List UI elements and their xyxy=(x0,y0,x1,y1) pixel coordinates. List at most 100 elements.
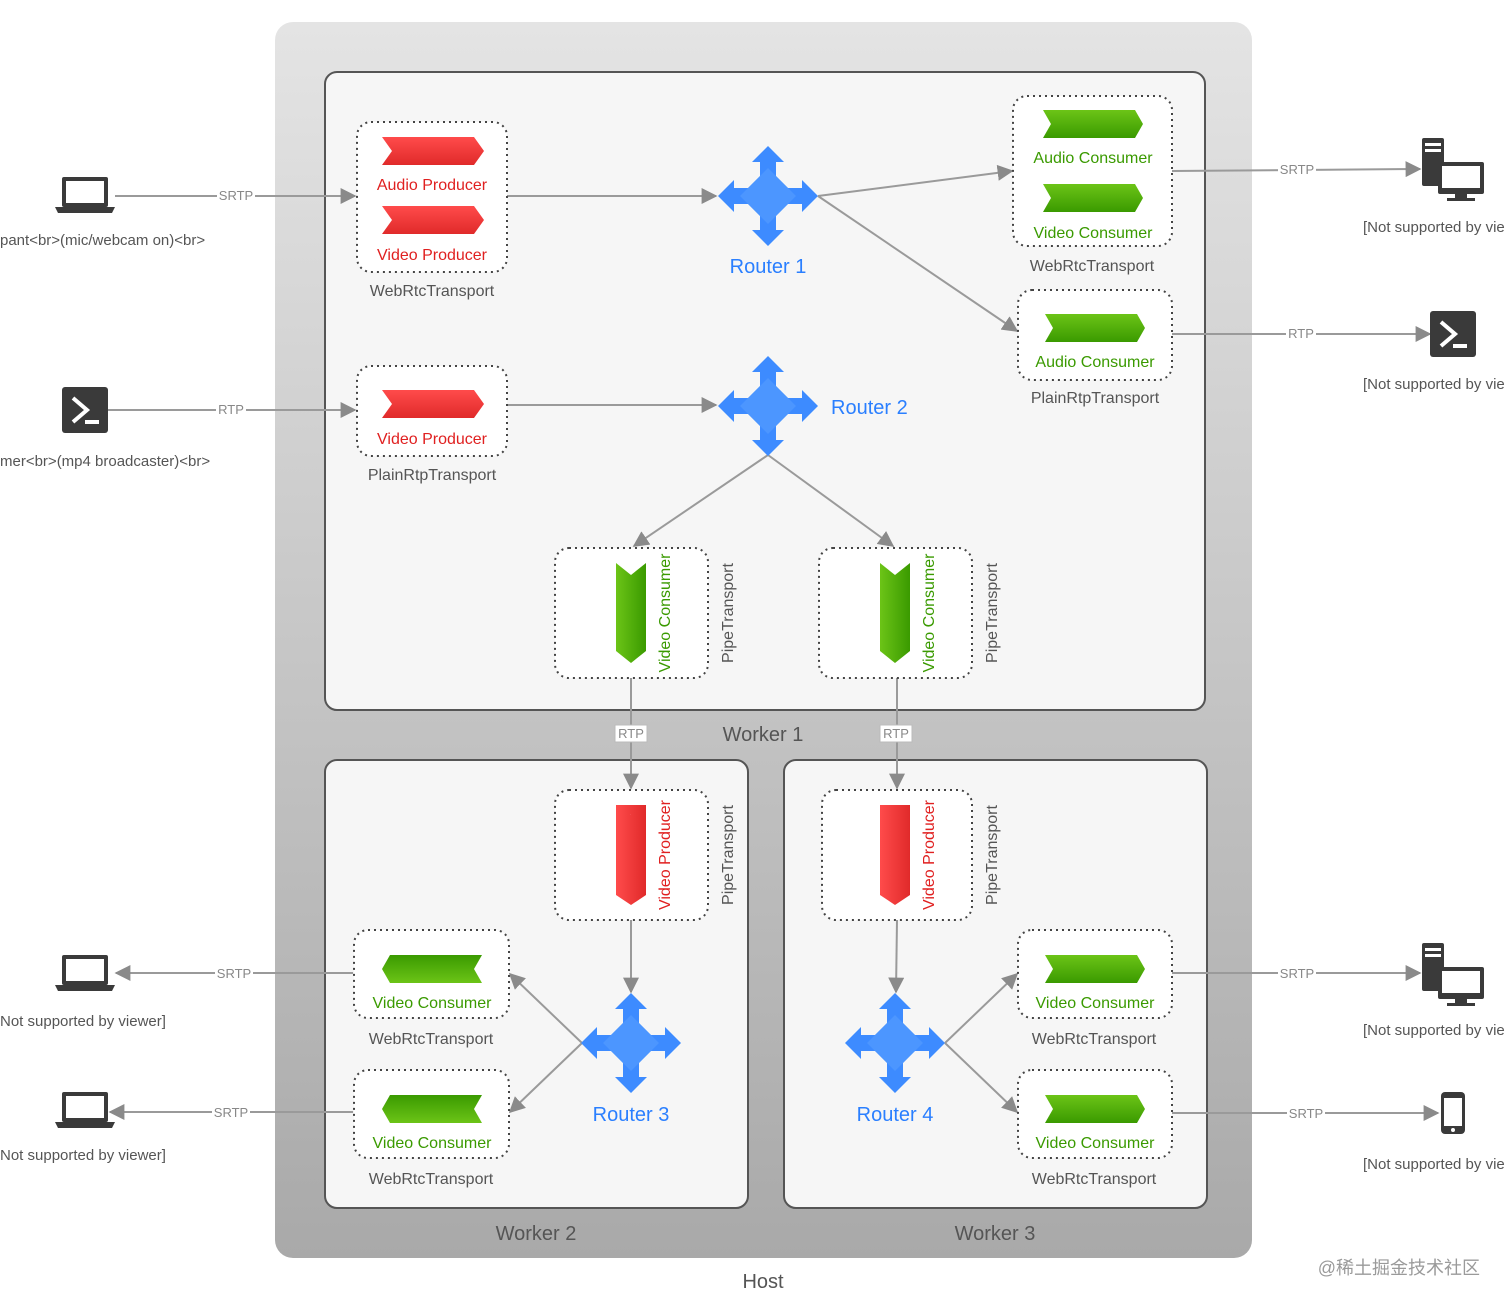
laptop-icon xyxy=(55,1092,115,1128)
laptop-icon xyxy=(55,955,115,991)
router-1: Router 1 xyxy=(718,146,818,278)
transport-label: WebRtcTransport xyxy=(1030,258,1155,275)
terminal-icon xyxy=(1428,309,1478,359)
video-consumer-icon xyxy=(382,1095,482,1123)
viewer-label: [Not supported by vie xyxy=(1363,219,1505,236)
video-consumer-label: Video Consumer xyxy=(373,1135,493,1152)
video-producer-label: Video Producer xyxy=(377,247,488,264)
link-label-srtp: SRTP xyxy=(217,966,251,981)
video-consumer-label: Video Consumer xyxy=(373,995,493,1012)
viewer-device-right-desktop: [Not supported by vie xyxy=(1363,943,1505,1039)
video-consumer-icon xyxy=(616,563,646,663)
link-labels: SRTP RTP SRTP RTP SRTP SRTP SRTP SRTP RT… xyxy=(212,161,1325,1122)
conn-router2-pipe-right xyxy=(767,454,895,547)
pipe-transport-producer-worker2: Video Producer PipeTransport xyxy=(554,789,737,921)
video-consumer-icon xyxy=(1043,184,1143,212)
phone-icon xyxy=(1441,1092,1465,1134)
viewer-label: [Not supported by vie xyxy=(1363,1022,1505,1039)
transport-label: PlainRtpTransport xyxy=(1031,390,1160,407)
audio-consumer-label: Audio Consumer xyxy=(1033,150,1153,167)
transport-label: WebRtcTransport xyxy=(370,283,495,300)
viewer-label: [Not supported by vie xyxy=(1363,1156,1505,1173)
webrtc-transport-worker2-top: Video Consumer WebRtcTransport xyxy=(353,929,510,1048)
video-consumer-label: Video Consumer xyxy=(921,553,938,673)
link-label-srtp: SRTP xyxy=(1280,966,1314,981)
worker-2-label: Worker 2 xyxy=(496,1223,577,1245)
conn-router3-bottom xyxy=(508,1042,583,1114)
viewer-device-right-terminal: [Not supported by vie xyxy=(1363,309,1505,393)
webrtc-transport-worker3-top: Video Consumer WebRtcTransport xyxy=(1017,929,1173,1048)
conn-router4-bottom xyxy=(944,1042,1019,1114)
audio-producer-icon xyxy=(382,137,484,165)
link-label-rtp: RTP xyxy=(618,726,644,741)
video-consumer-icon xyxy=(1045,1095,1145,1123)
transport-label: WebRtcTransport xyxy=(1032,1031,1157,1048)
viewer-device-left-top: Not supported by viewer] xyxy=(0,955,166,1030)
viewer-label: Not supported by viewer] xyxy=(0,1013,166,1030)
router-4: Router 4 xyxy=(845,993,945,1126)
link-label-srtp: SRTP xyxy=(1289,1106,1323,1121)
video-consumer-icon xyxy=(1045,955,1145,983)
webrtc-transport-consumers: Audio Consumer Video Consumer WebRtcTran… xyxy=(1012,95,1173,275)
video-consumer-label: Video Consumer xyxy=(657,553,674,673)
video-consumer-label: Video Consumer xyxy=(1036,995,1156,1012)
viewer-label: [Not supported by vie xyxy=(1363,376,1505,393)
audio-producer-label: Audio Producer xyxy=(377,177,488,194)
router-3: Router 3 xyxy=(581,993,681,1126)
webrtc-transport-producers: Audio Producer Video Producer WebRtcTran… xyxy=(356,121,508,300)
video-producer-icon xyxy=(880,805,910,905)
video-producer-icon xyxy=(382,206,484,234)
router-3-label: Router 3 xyxy=(593,1104,670,1126)
link-label-rtp: RTP xyxy=(1288,326,1314,341)
participant-label: pant<br>(mic/webcam on)<br> xyxy=(0,232,205,249)
conn-router2-pipe-left xyxy=(632,454,769,547)
conn-pipe-router4 xyxy=(888,919,905,994)
streamer-device: mer<br>(mp4 broadcaster)<br> xyxy=(0,385,210,470)
webrtc-transport-worker2-bottom: Video Consumer WebRtcTransport xyxy=(353,1069,510,1188)
transport-label: WebRtcTransport xyxy=(369,1171,494,1188)
audio-consumer-icon xyxy=(1043,110,1143,138)
video-consumer-label: Video Consumer xyxy=(1036,1135,1156,1152)
host-label: Host xyxy=(742,1271,784,1293)
router-2-label: Router 2 xyxy=(831,397,908,419)
viewer-device-right-phone: [Not supported by vie xyxy=(1363,1092,1505,1173)
viewer-device-left-bottom: Not supported by viewer] xyxy=(0,1092,166,1164)
conn-router4-top xyxy=(944,972,1019,1044)
transport-label: WebRtcTransport xyxy=(369,1031,494,1048)
participant-device: pant<br>(mic/webcam on)<br> xyxy=(0,177,205,249)
viewer-label: Not supported by viewer] xyxy=(0,1147,166,1164)
conn-router1-plainrtp xyxy=(817,195,1019,332)
router-4-label: Router 4 xyxy=(857,1104,934,1126)
pipe-transport-consumer-left: Video Consumer PipeTransport xyxy=(554,547,737,679)
link-label-rtp: RTP xyxy=(883,726,909,741)
worker-3-label: Worker 3 xyxy=(955,1223,1036,1245)
streamer-label: mer<br>(mp4 broadcaster)<br> xyxy=(0,453,210,470)
terminal-icon xyxy=(60,385,110,435)
video-producer-label: Video Producer xyxy=(657,799,674,910)
video-consumer-icon xyxy=(382,955,482,983)
desktop-icon xyxy=(1422,943,1484,1006)
transport-label: WebRtcTransport xyxy=(1032,1171,1157,1188)
transport-label: PipeTransport xyxy=(984,805,1001,905)
plainrtp-transport-consumer: Audio Consumer PlainRtpTransport xyxy=(1017,289,1173,407)
link-label-srtp: SRTP xyxy=(1280,162,1314,177)
transport-label: PipeTransport xyxy=(984,563,1001,663)
audio-consumer-icon xyxy=(1045,314,1145,342)
laptop-icon xyxy=(55,177,115,213)
viewer-device-right-top: [Not supported by vie xyxy=(1363,138,1505,236)
link-label-srtp: SRTP xyxy=(219,188,253,203)
webrtc-transport-worker3-bottom: Video Consumer WebRtcTransport xyxy=(1017,1069,1173,1188)
link-label-srtp: SRTP xyxy=(214,1105,248,1120)
router-2: Router 2 xyxy=(718,356,908,456)
audio-consumer-label: Audio Consumer xyxy=(1035,354,1155,371)
pipe-transport-consumer-right: Video Consumer PipeTransport xyxy=(818,547,1001,679)
video-producer-label: Video Producer xyxy=(377,431,488,448)
conn-router3-top xyxy=(508,972,583,1044)
video-consumer-icon xyxy=(880,563,910,663)
video-producer-label: Video Producer xyxy=(921,799,938,910)
router-1-label: Router 1 xyxy=(730,256,807,278)
plainrtp-transport-producer: Video Producer PlainRtpTransport xyxy=(356,365,508,484)
link-label-rtp: RTP xyxy=(218,402,244,417)
transport-label: PlainRtpTransport xyxy=(368,467,497,484)
